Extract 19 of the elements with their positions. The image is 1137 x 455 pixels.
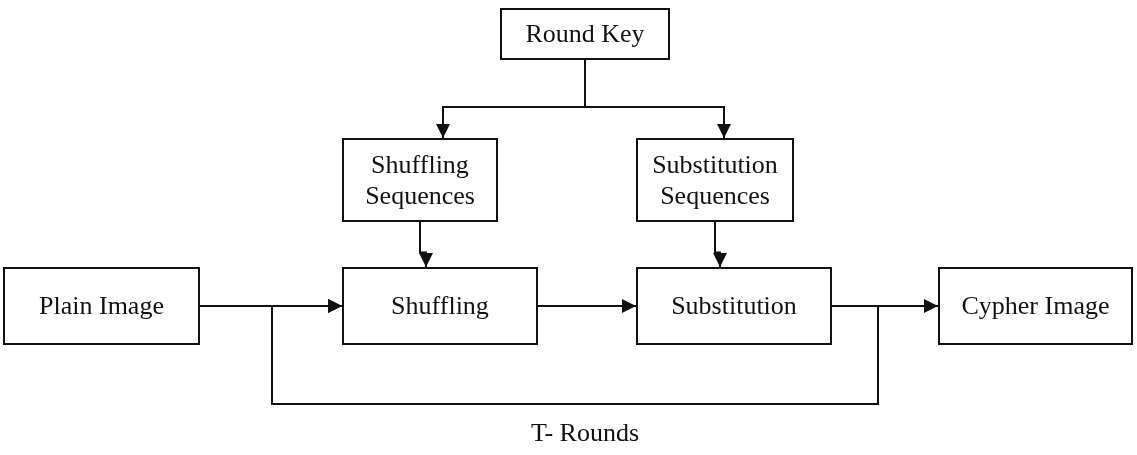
box-label: Round Key bbox=[525, 18, 645, 50]
process-box bbox=[636, 267, 832, 345]
arrow bbox=[419, 221, 433, 268]
box-label: Cypher Image bbox=[961, 290, 1110, 322]
process-box bbox=[3, 267, 200, 345]
box-label: Shuffling Sequences bbox=[364, 148, 476, 212]
box-label: Substitution bbox=[671, 290, 797, 322]
process-box bbox=[500, 8, 670, 60]
box-label: Plain Image bbox=[39, 290, 164, 322]
process-box bbox=[342, 267, 538, 345]
arrow bbox=[271, 299, 879, 405]
box-label: Substitution Sequences bbox=[651, 148, 779, 212]
process-box bbox=[342, 138, 498, 222]
arrow bbox=[713, 221, 727, 268]
process-box bbox=[636, 138, 794, 222]
process-box bbox=[938, 267, 1133, 345]
box-label: Shuffling bbox=[391, 290, 489, 322]
arrow bbox=[584, 59, 731, 139]
arrow bbox=[537, 299, 637, 313]
